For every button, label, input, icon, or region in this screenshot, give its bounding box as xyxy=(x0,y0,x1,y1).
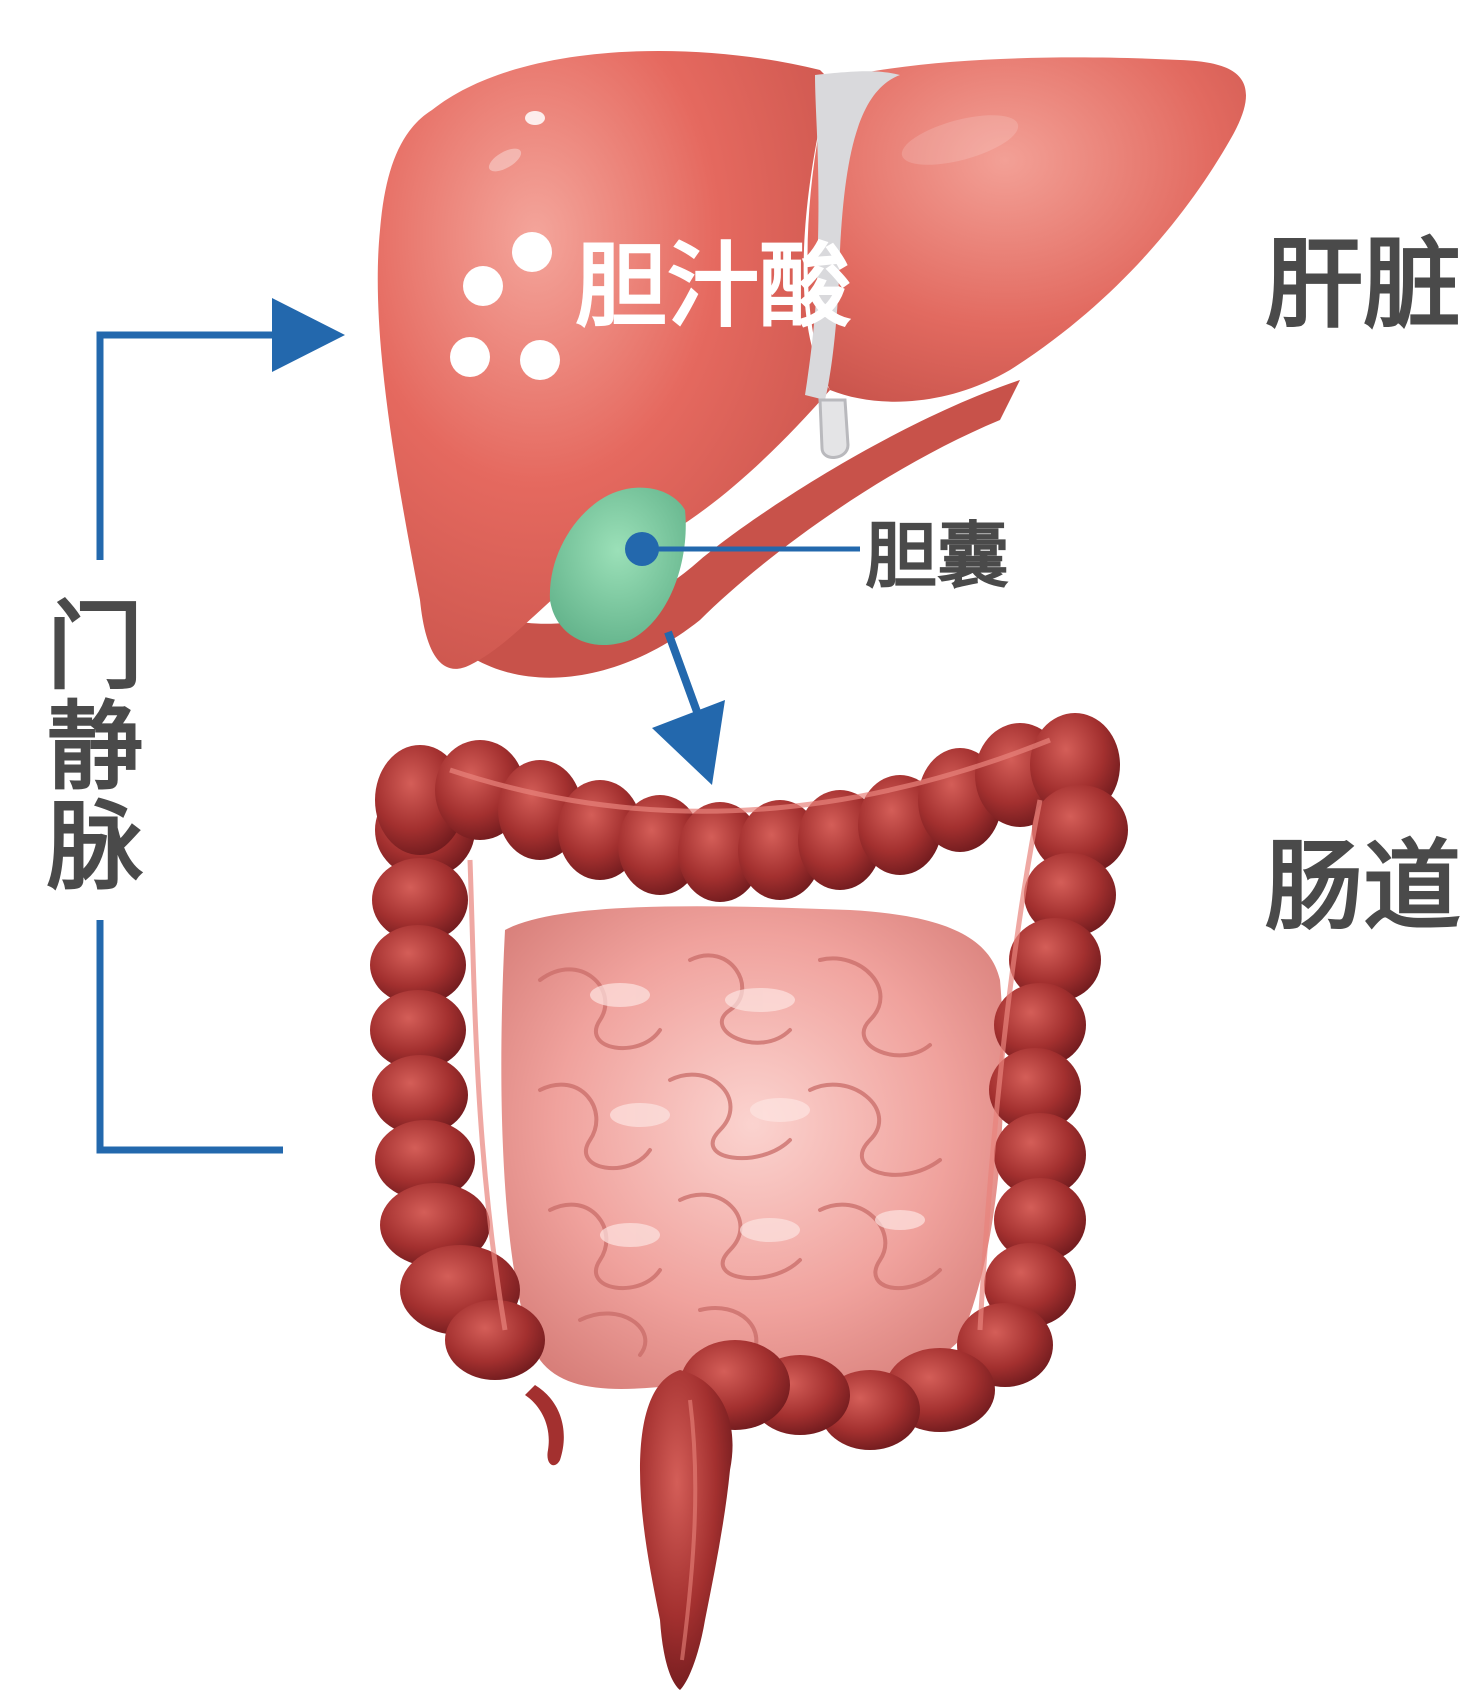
liver-right-lobe xyxy=(808,57,1246,401)
liver-illustration xyxy=(378,51,1246,678)
bile-acid-dot xyxy=(512,232,552,272)
bile-acid-label: 胆汁酸 xyxy=(575,233,852,340)
appendix xyxy=(525,1385,564,1465)
portal-vein-label: 门 静 脉 xyxy=(47,591,144,903)
hepatic-vessel xyxy=(820,400,848,457)
rectum xyxy=(640,1370,733,1690)
portal-vein-line-top xyxy=(100,335,280,560)
portal-vein-line-bottom xyxy=(100,920,283,1150)
bile-flow-arrowhead xyxy=(652,700,725,785)
gallbladder-label: 胆囊 xyxy=(865,514,1009,598)
portal-vein-char: 静 xyxy=(47,691,143,803)
portal-vein-arrowhead xyxy=(272,298,345,372)
transverse-colon xyxy=(375,713,1120,902)
bile-acid-dot xyxy=(450,337,490,377)
liver-highlight xyxy=(525,111,545,125)
portal-vein-char: 门 xyxy=(47,591,143,703)
small-intestine xyxy=(501,906,1003,1390)
intestine-illustration xyxy=(370,713,1128,1690)
intestine-label: 肠道 xyxy=(1265,830,1461,944)
bile-flow-arrow-shaft xyxy=(668,632,700,720)
bile-acid-dot xyxy=(520,340,560,380)
bile-acid-dot xyxy=(463,266,503,306)
liver-label: 肝脏 xyxy=(1265,228,1461,342)
portal-vein-char: 脉 xyxy=(47,791,144,903)
bile-flow-arrow xyxy=(652,632,725,785)
